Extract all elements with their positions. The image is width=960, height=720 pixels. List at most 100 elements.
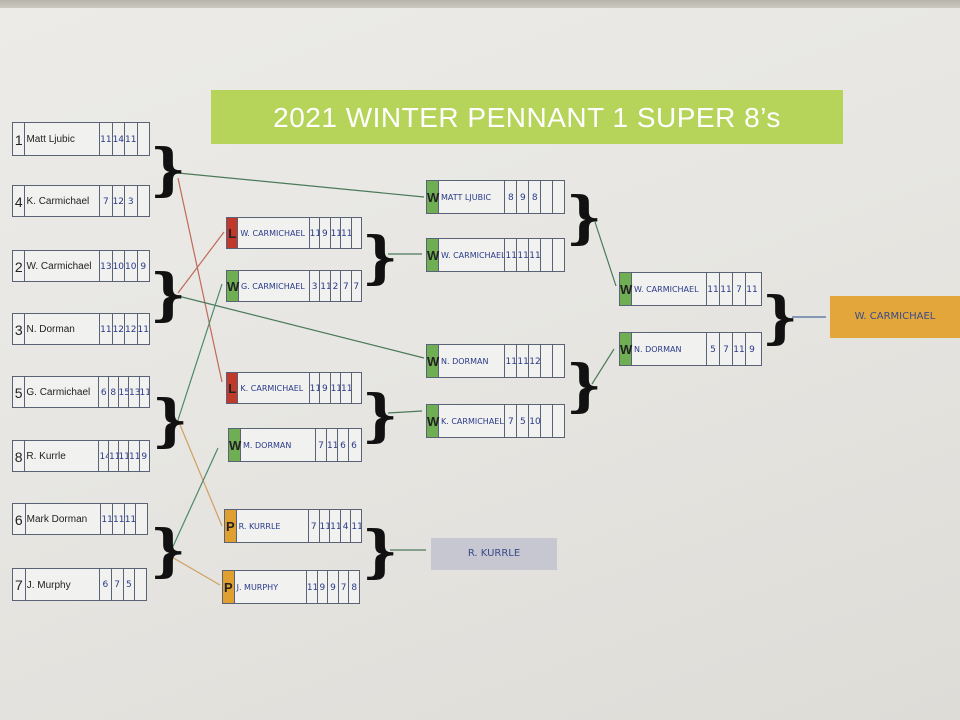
r1-entry-6: 8 R. Kurrle 14 11 11 11 9 — [12, 440, 150, 472]
score-cell: 11 — [733, 333, 746, 365]
champion-box: W. CARMICHAEL — [830, 296, 960, 338]
plate-winner-box: R. KURRLE — [431, 538, 557, 570]
final-entry-2: W N. DORMAN 5 7 11 9 — [619, 332, 762, 366]
r1-entry-7: 6 Mark Dorman 11 11 11 — [12, 503, 148, 535]
score-cell: 11 — [119, 441, 130, 471]
r1-entry-1: 1 Matt Ljubic 11 14 11 — [12, 122, 150, 156]
score-cell — [352, 373, 361, 403]
score-cell: 11 — [310, 373, 321, 403]
score-cell: 14 — [113, 123, 126, 155]
score-cell: 11 — [125, 123, 138, 155]
win-tag: W — [427, 345, 439, 377]
arrow-qf2-loser — [177, 231, 225, 294]
score-cell: 9 — [320, 218, 331, 248]
r2-entry-5: P R. KURRLE 7 11 11 4 11 — [224, 509, 362, 543]
score-cell: 11 — [746, 285, 758, 295]
player-name: W. CARMICHAEL — [439, 239, 506, 271]
plate-tag: P — [223, 571, 235, 603]
score-cell: 11 — [137, 325, 149, 335]
seed-number: 3 — [13, 314, 26, 344]
score-cell: 11 — [101, 504, 114, 534]
seed-number: 1 — [13, 123, 26, 155]
player-name: Mark Dorman — [26, 504, 102, 534]
final-entry-1: W W. CARMICHAEL 11 11 7 11 — [619, 272, 762, 306]
score-cell: 11 — [341, 218, 352, 248]
bracket-brace: } — [150, 518, 187, 584]
score-cell — [352, 218, 361, 248]
score-cell — [553, 345, 564, 377]
arrow-sf2 — [591, 348, 615, 385]
score-cell: 9 — [141, 452, 148, 462]
seed-number: 6 — [13, 504, 26, 534]
score-cell: 8 — [351, 583, 358, 593]
win-tag: W — [427, 405, 439, 437]
score-cell: 11 — [720, 273, 733, 305]
score-cell: 11 — [125, 504, 137, 534]
bracket-brace: } — [150, 137, 187, 203]
score-cell: 11 — [331, 218, 342, 248]
score-cell: 8 — [109, 377, 119, 407]
score-cell: 11 — [505, 345, 518, 377]
r2-entry-6: P J. MURPHY 11 9 9 7 8 — [222, 570, 360, 604]
score-cell: 9 — [749, 345, 755, 355]
score-cell — [541, 181, 554, 213]
plate-tag: P — [225, 510, 237, 542]
player-name: MATT LJUBIC — [439, 181, 506, 213]
score-cell: 12 — [113, 314, 126, 344]
arrow-qf3-winner — [177, 283, 223, 421]
player-name: J. Murphy — [26, 569, 101, 600]
score-cell: 7 — [112, 569, 124, 600]
loss-tag: L — [227, 373, 239, 403]
seed-number: 7 — [13, 569, 26, 600]
score-cell: 9 — [318, 571, 329, 603]
score-cell: 11 — [327, 429, 338, 461]
r3-entry-3: W N. DORMAN 11 11 12 — [426, 344, 565, 378]
score-cell: 11 — [100, 314, 113, 344]
player-name: J. MURPHY — [235, 571, 307, 603]
score-cell: 11 — [341, 373, 352, 403]
score-cell: 4 — [341, 510, 352, 542]
arrow-qf1-winner — [177, 172, 425, 198]
r3-entry-2: W W. CARMICHAEL 11 11 11 — [426, 238, 565, 272]
score-cell: 12 — [113, 186, 126, 216]
r2-entry-1: L W. CARMICHAEL 11 9 11 11 — [226, 217, 362, 249]
arrow-qf1-loser — [177, 177, 223, 383]
score-cell: 3 — [125, 186, 138, 216]
score-cell: 9 — [140, 262, 147, 272]
score-cell: 12 — [529, 345, 542, 377]
bracket-brace: } — [150, 262, 187, 328]
score-cell: 11 — [707, 273, 720, 305]
arrow-qf3-plate — [177, 419, 223, 527]
score-cell: 11 — [331, 373, 342, 403]
score-cell: 11 — [109, 441, 119, 471]
score-cell: 11 — [517, 239, 530, 271]
score-cell: 3 — [310, 271, 321, 301]
arrow-qf4-winner — [169, 447, 219, 554]
player-name: R. Kurrle — [25, 441, 100, 471]
score-cell: 7 — [353, 282, 360, 292]
score-cell: 6 — [338, 429, 349, 461]
player-name: W. CARMICHAEL — [632, 273, 707, 305]
score-cell: 13 — [129, 377, 140, 407]
score-cell: 15 — [119, 377, 130, 407]
score-cell: 10 — [529, 405, 542, 437]
player-name: K. CARMICHAEL — [238, 373, 310, 403]
score-cell: 11 — [330, 510, 341, 542]
score-cell: 11 — [351, 522, 362, 532]
score-cell: 6 — [99, 377, 109, 407]
score-cell — [135, 569, 146, 600]
bracket-title: 2021 WINTER PENNANT 1 SUPER 8’s — [211, 90, 843, 144]
r2-entry-2: W G. CARMICHAEL 3 11 2 7 7 — [226, 270, 362, 302]
score-cell: 11 — [139, 388, 149, 398]
score-cell: 7 — [505, 405, 518, 437]
player-name: N. DORMAN — [439, 345, 506, 377]
score-cell — [138, 186, 149, 216]
score-cell: 5 — [124, 569, 136, 600]
player-name: G. Carmichael — [25, 377, 100, 407]
seed-number: 8 — [13, 441, 26, 471]
score-cell: 7 — [720, 333, 733, 365]
score-cell — [541, 345, 554, 377]
score-cell: 11 — [113, 504, 125, 534]
player-name: Matt Ljubic — [25, 123, 101, 155]
